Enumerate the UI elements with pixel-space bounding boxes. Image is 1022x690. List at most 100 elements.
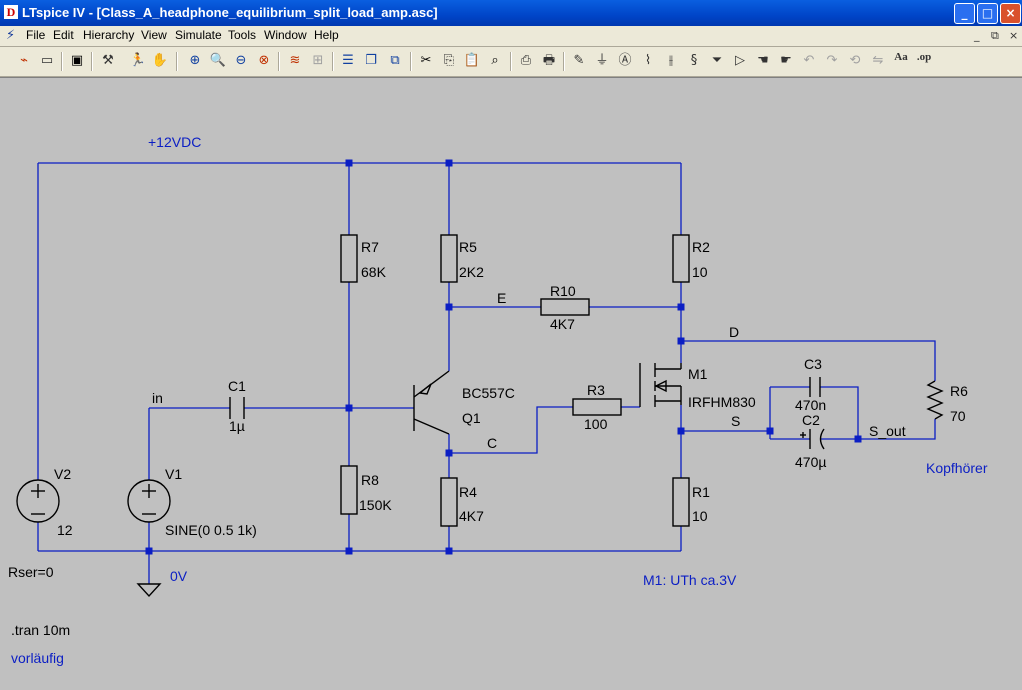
resistor-r3[interactable] <box>572 398 622 416</box>
ground-icon[interactable]: ⏚ <box>595 53 609 68</box>
mdi-restore-button[interactable]: ⧉ <box>991 29 999 42</box>
q1-name: Q1 <box>462 410 481 426</box>
resistor-r4[interactable] <box>440 477 458 527</box>
minimize-window-button[interactable]: _ <box>954 3 975 24</box>
c2-value: 470µ <box>795 454 826 470</box>
v2-name: V2 <box>54 466 71 482</box>
resistor-r2[interactable] <box>672 234 690 283</box>
r4-value: 4K7 <box>459 508 484 524</box>
halt-icon[interactable]: ✋ <box>151 53 169 68</box>
comment-mosfet-threshold[interactable]: M1: UTh ca.3V <box>643 572 737 588</box>
spice-directive-icon[interactable]: .op <box>916 51 932 63</box>
control-panel-hammer-icon[interactable]: ⚒ <box>102 53 114 68</box>
r7-value: 68K <box>361 264 387 280</box>
redo-icon[interactable]: ↷ <box>826 53 838 68</box>
comment-status[interactable]: vorläufig <box>11 650 64 666</box>
close-window-button[interactable]: × <box>1000 3 1021 24</box>
find-binoculars-icon[interactable]: ⌕ <box>491 53 499 68</box>
resistor-r1[interactable] <box>672 477 690 527</box>
resistor-icon[interactable]: ⌇ <box>644 53 652 68</box>
zoom-cancel-icon[interactable]: ⊗ <box>258 53 270 68</box>
mdi-close-button[interactable]: × <box>1009 29 1019 42</box>
drag-hand-icon[interactable]: ☛ <box>780 53 792 68</box>
copy-icon[interactable]: ⎘ <box>443 53 455 68</box>
draw-wire-pencil-icon[interactable]: ✎ <box>573 53 585 68</box>
print-icon[interactable]: 🖶 <box>542 53 556 68</box>
zoom-out-icon[interactable]: ⊖ <box>235 53 247 68</box>
toolbar-separator <box>176 52 178 71</box>
voltage-source-v1[interactable] <box>127 479 171 523</box>
ltspice-app-icon[interactable]: D <box>4 5 18 19</box>
print-preview-icon[interactable]: ⎙ <box>520 53 532 68</box>
menu-hierarchy[interactable]: Hierarchy <box>83 28 135 42</box>
cut-icon[interactable]: ✂ <box>420 53 432 68</box>
paste-icon[interactable]: 📋 <box>463 53 481 68</box>
net-label-s[interactable]: S <box>731 413 740 429</box>
schematic-drawing[interactable]: +12VDC in 0V E D C S S_out R7 68K R5 2K2… <box>0 78 1022 685</box>
menu-help[interactable]: Help <box>314 28 339 42</box>
resistor-r6[interactable] <box>926 380 944 420</box>
net-label-in[interactable]: in <box>152 390 163 406</box>
comment-headphones[interactable]: Kopfhörer <box>926 460 988 476</box>
rotate-icon[interactable]: ⟲ <box>849 53 861 68</box>
inductor-icon[interactable]: § <box>690 53 698 68</box>
cascade-icon[interactable]: ⧉ <box>390 53 400 68</box>
diode-icon[interactable]: ⏷ <box>711 53 723 68</box>
menu-window[interactable]: Window <box>264 28 307 42</box>
r1-value: 10 <box>692 508 708 524</box>
maximize-window-button[interactable]: □ <box>977 3 998 24</box>
undo-icon[interactable]: ↶ <box>803 53 815 68</box>
mirror-icon[interactable]: ⇋ <box>872 53 884 68</box>
m1-name: M1 <box>688 366 708 382</box>
net-label-d[interactable]: D <box>729 324 739 340</box>
r3-name: R3 <box>587 382 605 398</box>
new-schematic-icon[interactable]: ⌁ <box>20 53 28 68</box>
v1-value: SINE(0 0.5 1k) <box>165 522 257 538</box>
r4-name: R4 <box>459 484 477 500</box>
capacitor-c1[interactable] <box>229 397 245 419</box>
open-folder-icon[interactable]: ▭ <box>40 53 54 68</box>
net-label-c[interactable]: C <box>487 435 497 451</box>
resistor-r10[interactable] <box>540 298 590 316</box>
net-label-supply[interactable]: +12VDC <box>148 134 201 150</box>
component-icon[interactable]: ▷ <box>735 53 745 68</box>
resistor-r5[interactable] <box>440 234 458 283</box>
v2-value: 12 <box>57 522 73 538</box>
mosfet-m1[interactable] <box>639 363 682 407</box>
net-label-e[interactable]: E <box>497 290 506 306</box>
move-hand-icon[interactable]: ☚ <box>757 53 769 68</box>
menu-simulate[interactable]: Simulate <box>175 28 222 42</box>
window-title: LTspice IV - [Class_A_headphone_equilibr… <box>22 5 438 20</box>
transistor-q1[interactable] <box>413 370 450 435</box>
zoom-in-icon[interactable]: ⊕ <box>189 53 201 68</box>
menu-tools[interactable]: Tools <box>228 28 257 42</box>
toolbar-separator <box>332 52 334 71</box>
document-icon[interactable]: ⚡ <box>6 28 16 43</box>
run-icon[interactable]: 🏃 <box>129 53 147 68</box>
save-icon[interactable]: ▣ <box>70 53 84 68</box>
spice-directive-tran[interactable]: .tran 10m <box>11 622 70 638</box>
capacitor-icon[interactable]: ⫲ <box>668 53 674 68</box>
menu-view[interactable]: View <box>141 28 167 42</box>
label-net-icon[interactable]: Ⓐ <box>618 53 632 68</box>
voltage-source-v2[interactable] <box>16 479 60 523</box>
r10-name: R10 <box>550 283 576 299</box>
mdi-minimize-button[interactable]: _ <box>974 29 980 42</box>
resistor-r8[interactable] <box>340 465 358 515</box>
zoom-back-icon[interactable]: ⊞ <box>312 53 324 68</box>
schematic-canvas[interactable]: +12VDC in 0V E D C S S_out R7 68K R5 2K2… <box>0 77 1022 685</box>
tile-vertical-icon[interactable]: ❐ <box>365 53 377 68</box>
pan-icon[interactable]: 🔍 <box>209 53 227 68</box>
text-icon[interactable]: Aa <box>894 51 908 63</box>
ground-symbol[interactable] <box>136 583 162 598</box>
menu-edit[interactable]: Edit <box>53 28 74 42</box>
r10-value: 4K7 <box>550 316 575 332</box>
menu-file[interactable]: File <box>26 28 46 42</box>
capacitor-c2[interactable] <box>800 428 825 450</box>
net-label-ground[interactable]: 0V <box>170 568 188 584</box>
capacitor-c3[interactable] <box>809 377 821 397</box>
net-label-s-out[interactable]: S_out <box>869 423 906 439</box>
tile-horizontal-icon[interactable]: ☰ <box>342 53 354 68</box>
autorange-icon[interactable]: ≋ <box>289 53 301 68</box>
resistor-r7[interactable] <box>340 234 358 283</box>
